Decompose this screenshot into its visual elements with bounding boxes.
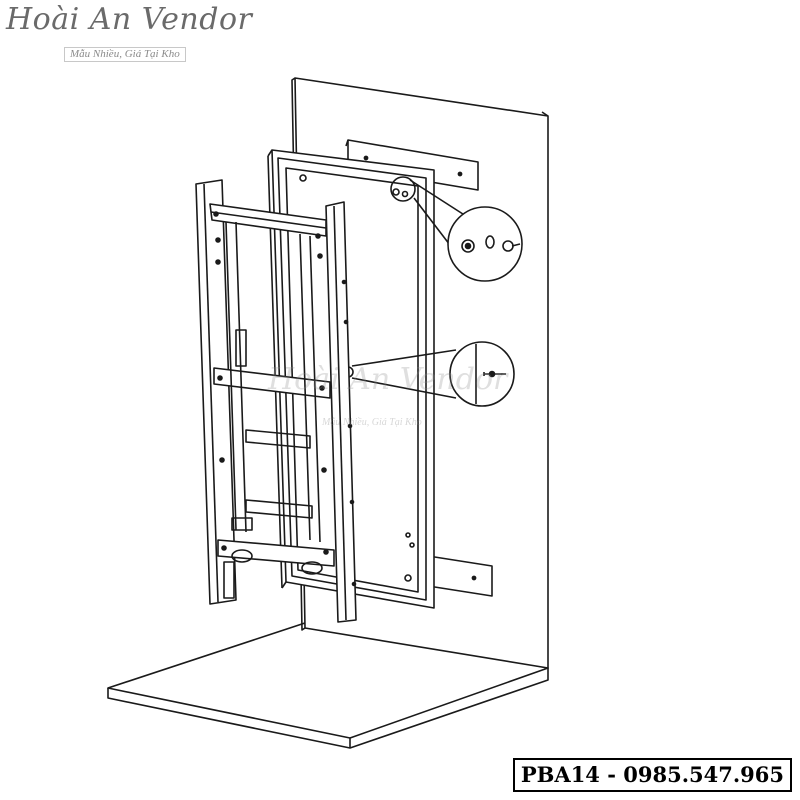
brand-tagline: Mẫu Nhiều, Giá Tại Kho [64, 47, 186, 62]
product-code-label: PBA14 - 0985.547.965 [512, 758, 792, 792]
top-wall-plate [345, 139, 479, 191]
bolt-detail-callout [390, 176, 523, 282]
brand-logo-title: Hoài An Vendor [6, 2, 253, 37]
watermark-brand: Hoài An Vendor [268, 362, 508, 397]
tv-bracket-frame [195, 179, 357, 623]
watermark-tagline: Mẫu Nhiều, Giá Tại Kho [322, 417, 422, 428]
screw-detail-callout [351, 341, 515, 407]
